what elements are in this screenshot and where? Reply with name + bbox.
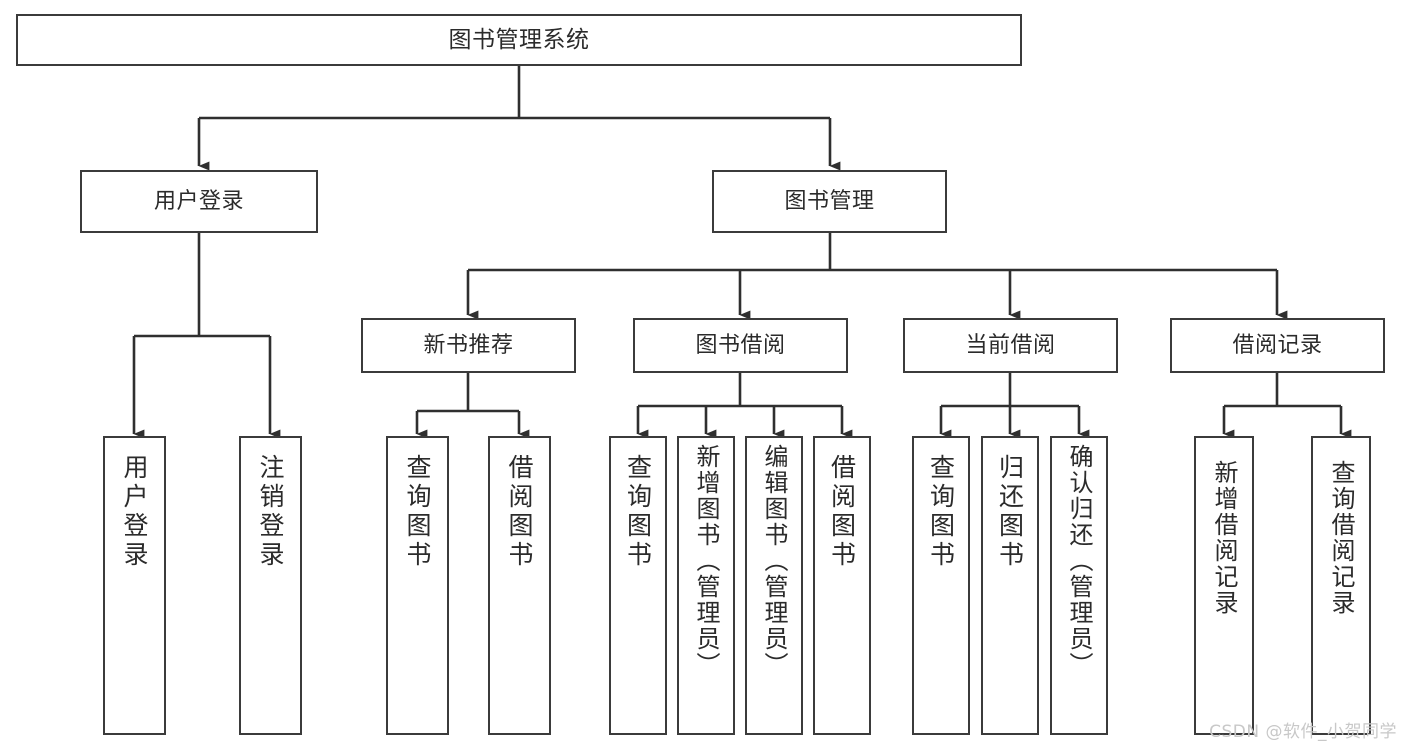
node-borrow-record[interactable]: 借阅记录 [1170, 318, 1385, 373]
node-label: 确认归还（管理员） [1065, 444, 1093, 678]
node-label: 编辑图书（管理员） [760, 444, 788, 678]
leaf-borrow-record-add[interactable]: 新增借阅记录 [1194, 436, 1254, 735]
node-label: 用户登录 [120, 454, 149, 570]
node-new-book-recommend[interactable]: 新书推荐 [361, 318, 576, 373]
node-label: 查询借阅记录 [1327, 460, 1355, 616]
node-label: 借阅图书 [827, 454, 857, 570]
leaf-user-login-login[interactable]: 用户登录 [103, 436, 166, 735]
csdn-watermark: CSDN @软件_小贺同学 [1209, 722, 1397, 742]
node-label: 用户登录 [153, 188, 244, 214]
node-label: 图书借阅 [695, 332, 786, 358]
node-label: 归还图书 [995, 454, 1025, 570]
node-label: 图书管理 [784, 188, 875, 214]
node-label: 图书管理系统 [448, 26, 590, 53]
node-label: 注销登录 [256, 454, 285, 570]
leaf-book-borrow-edit[interactable]: 编辑图书（管理员） [745, 436, 803, 735]
node-book-management[interactable]: 图书管理 [712, 170, 947, 233]
leaf-current-borrow-query[interactable]: 查询图书 [912, 436, 970, 735]
leaf-current-borrow-confirm-return[interactable]: 确认归还（管理员） [1050, 436, 1108, 735]
node-label: 新增图书（管理员） [692, 444, 720, 678]
leaf-user-login-logout[interactable]: 注销登录 [239, 436, 302, 735]
node-book-borrow[interactable]: 图书借阅 [633, 318, 848, 373]
node-label: 查询图书 [926, 454, 956, 570]
node-current-borrow[interactable]: 当前借阅 [903, 318, 1118, 373]
node-label: 新书推荐 [423, 332, 514, 358]
leaf-new-book-borrow[interactable]: 借阅图书 [488, 436, 551, 735]
leaf-book-borrow-add[interactable]: 新增图书（管理员） [677, 436, 735, 735]
leaf-new-book-query[interactable]: 查询图书 [386, 436, 449, 735]
leaf-book-borrow-query[interactable]: 查询图书 [609, 436, 667, 735]
leaf-current-borrow-return[interactable]: 归还图书 [981, 436, 1039, 735]
node-label: 查询图书 [403, 454, 432, 570]
node-label: 当前借阅 [965, 332, 1056, 358]
node-root-system[interactable]: 图书管理系统 [16, 14, 1022, 66]
leaf-borrow-record-query[interactable]: 查询借阅记录 [1311, 436, 1371, 735]
leaf-book-borrow-borrow[interactable]: 借阅图书 [813, 436, 871, 735]
node-label: 新增借阅记录 [1210, 460, 1238, 616]
node-label: 借阅图书 [505, 454, 534, 570]
node-user-login[interactable]: 用户登录 [80, 170, 318, 233]
node-label: 查询图书 [623, 454, 653, 570]
node-label: 借阅记录 [1232, 332, 1323, 358]
